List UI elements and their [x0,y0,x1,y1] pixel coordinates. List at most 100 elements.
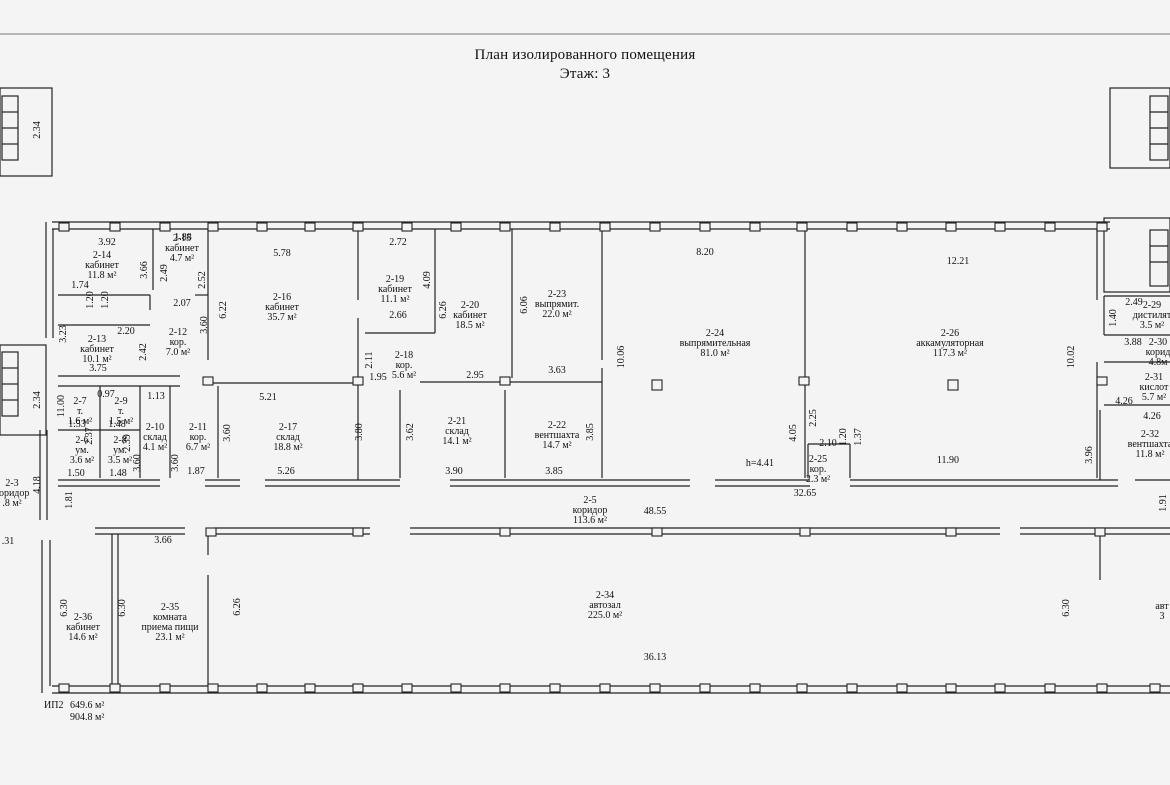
dimension-label: 2.42 [138,343,149,361]
room-label-line: коридор [0,488,29,499]
dimension-label: 6.26 [438,301,449,319]
room-label-line: 2-31 [1145,372,1163,383]
room-label-line: кабинет [378,284,412,295]
dimension-label: 3.60 [199,316,210,334]
room-label-line: 4.7 м² [170,253,194,264]
room-label-line: 2-19 [386,274,404,285]
dimension-label: 1.48 [108,419,126,430]
dimension-label: 4.26 [1115,396,1133,407]
dimension-label: 6.22 [218,301,229,319]
room-label-line: 7.0 м² [166,347,190,358]
room-label-line: 4.8м [1149,357,1169,368]
room-label-line: кор. [396,360,413,371]
room-label-line: склад [276,432,300,443]
room-label-line: склад [445,426,469,437]
dimension-label: 3.60 [222,424,233,442]
room-label-line: приема пищи [141,622,199,633]
dimension-label: 3.60 [170,454,181,472]
room-label-line: 1.5 м² [109,416,133,427]
dimension-label: 1.13 [147,391,165,402]
dimension-label: 1.37 [853,428,864,446]
dimension-label: 2.49 [159,264,170,282]
dimension-label: 2.11 [364,351,375,368]
dimension-label: 2.72 [389,237,407,248]
summary-area-1: 649.6 м² [70,700,104,711]
room-label-line: 2-14 [93,250,111,261]
room-label-line: 2-20 [461,300,479,311]
dimension-label: h=4.41 [746,458,774,469]
room-label-line: вентшахта [535,430,580,441]
dimension-label: 6.30 [117,599,128,617]
room-label-2-3: 2-3коридор.8 м² [0,478,29,509]
room-label-line: 2-34 [596,590,614,601]
room-label-line: 2-16 [273,292,291,303]
dimension-label: 3.85 [545,466,563,477]
room-label-line: кор. [810,464,827,475]
room-label-line: авт [1155,601,1169,612]
summary-name: ИП2 [44,700,63,711]
room-label-line: 2-8 [113,435,126,446]
room-label-line: 81.0 м² [700,348,729,359]
room-label-line: 2-7 [73,396,86,407]
summary-area-2: 904.8 м² [70,712,104,723]
dimension-label: 3.66 [139,261,150,279]
dimension-label: 1.20 [100,291,111,309]
floor-label: Этаж: 3 [559,66,611,82]
room-label-line: 2.3 м² [806,474,830,485]
dimension-label: 1.40 [1108,309,1119,327]
room-label-line: 2-21 [448,416,466,427]
dimension-label: 0.97 [97,389,115,400]
dimension-label: 1.50 [67,468,85,479]
room-label-line: 10.1 м² [82,354,111,365]
room-label-line: 2-18 [395,350,413,361]
dimension-label: 3.60 [132,454,143,472]
dimension-label: 2.52 [197,271,208,289]
dimension-label: 4.05 [788,424,799,442]
room-label-line: корид [1146,347,1170,358]
room-label-line: ум. [113,445,127,456]
room-label-line: 35.7 м² [267,312,296,323]
dimension-label: 5.78 [273,248,291,259]
room-label-line: вентшахта [1128,439,1170,450]
room-label-line: 2-36 [74,612,92,623]
dimension-label: 1.95 [369,372,387,383]
room-label-line: 11.8 м² [88,270,117,281]
dimension-label: 3.90 [445,466,463,477]
dimension-label: 3.23 [58,325,69,343]
dimension-label: .31 [2,536,15,547]
dimension-label: 1.74 [71,280,89,291]
room-label-line: выпрямительная [680,338,751,349]
dimension-label: 4.26 [1143,411,1161,422]
room-label-line: 2-3 [5,478,18,489]
room-label-line: кабинет [265,302,299,313]
room-label-line: 22.0 м² [542,309,571,320]
dimension-label: 36.13 [644,652,667,663]
room-label-line: 2-15 [173,233,191,244]
room-label-line: 5.7 м² [1142,392,1166,403]
dimension-label: 2.07 [173,298,191,309]
dimension-label: 3.88 [1124,337,1142,348]
dimension-label: 1.20 [838,428,849,446]
room-label-line: 14.6 м² [68,632,97,643]
room-label-line: коридор [573,505,608,516]
dimension-label: 8.20 [696,247,714,258]
room-label-line: .8 м² [2,498,21,509]
room-label-line: т. [118,406,124,417]
dimension-label: 3.85 [585,423,596,441]
room-label-line: кор. [170,337,187,348]
